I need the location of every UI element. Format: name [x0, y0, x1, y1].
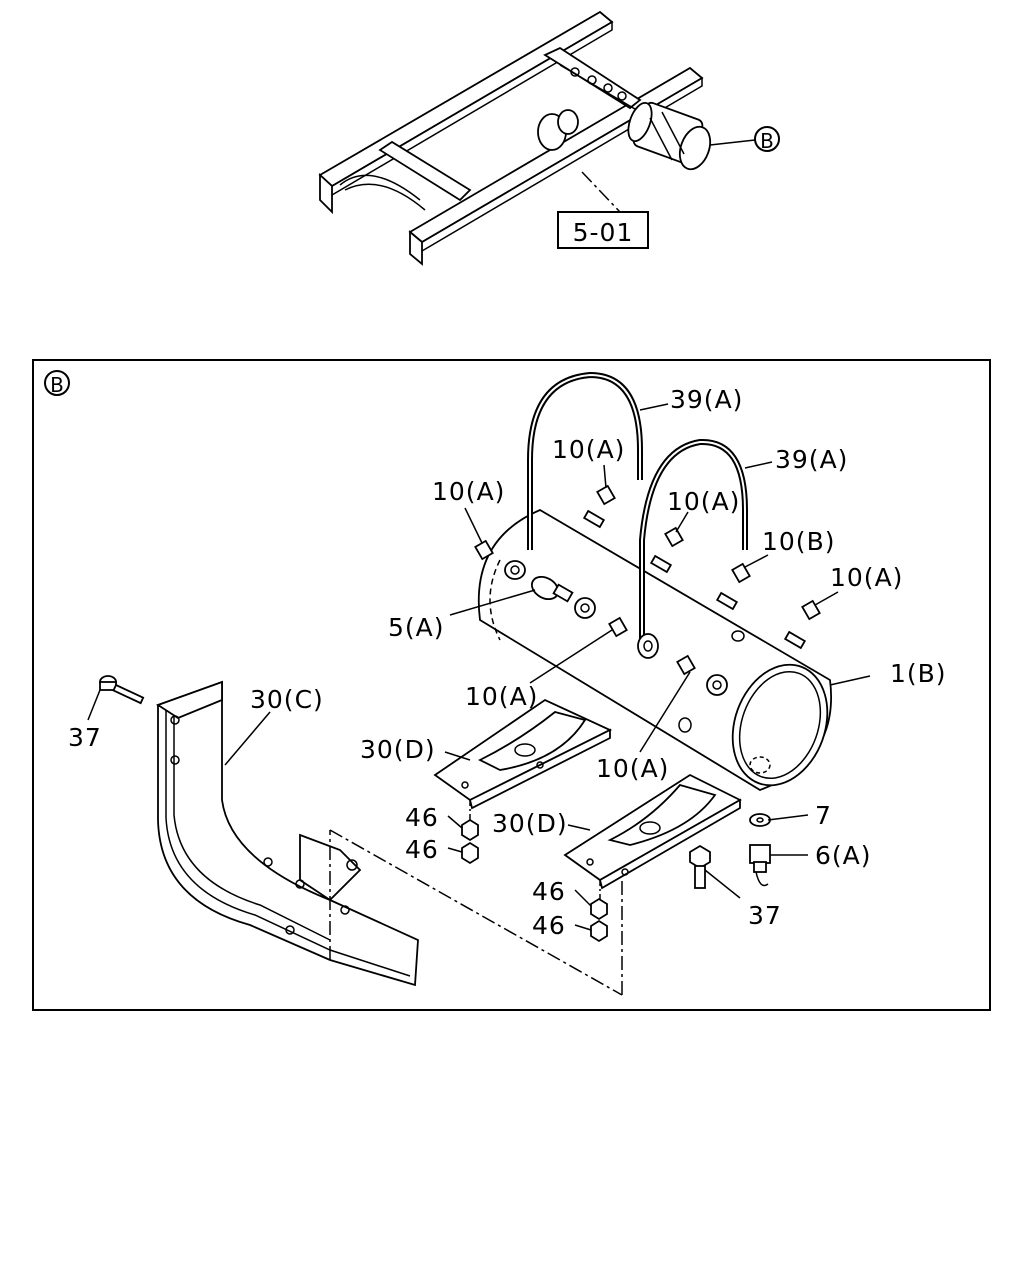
label-46-4: 46 — [532, 911, 566, 940]
label-7: 7 — [815, 801, 832, 830]
nut-10a-middle[interactable] — [608, 616, 659, 659]
bolt-37-left[interactable] — [99, 675, 145, 705]
label-10a-1: 10(A) — [552, 435, 625, 464]
washer-7[interactable] — [749, 813, 771, 827]
nut-46-lower-b[interactable] — [590, 919, 608, 943]
label-37-left: 37 — [68, 723, 102, 752]
nut-10a-right[interactable] — [801, 599, 821, 621]
label-30d-upper: 30(D) — [360, 735, 436, 764]
label-10a-6: 10(A) — [596, 754, 669, 783]
nut-46-lower-a[interactable] — [590, 897, 608, 921]
leader-lines — [87, 403, 871, 931]
view-marker-b: B — [44, 370, 70, 397]
label-37-right: 37 — [748, 901, 782, 930]
nut-10b[interactable] — [731, 562, 751, 584]
u-strap-lower[interactable] — [639, 438, 748, 640]
label-46-1: 46 — [405, 803, 439, 832]
bracket-30d-upper[interactable] — [433, 698, 613, 810]
chassis-frame-overview — [318, 10, 756, 266]
label-46-3: 46 — [532, 877, 566, 906]
label-10b: 10(B) — [762, 527, 835, 556]
label-10a-2: 10(A) — [432, 477, 505, 506]
label-30d-lower: 30(D) — [492, 809, 568, 838]
label-39a-lower: 39(A) — [775, 445, 848, 474]
label-1b: 1(B) — [890, 659, 947, 688]
svg-text:B: B — [760, 129, 774, 153]
label-30c: 30(C) — [250, 685, 324, 714]
label-46-2: 46 — [405, 835, 439, 864]
label-6a: 6(A) — [815, 841, 872, 870]
svg-text:5-01: 5-01 — [573, 218, 634, 247]
bolt-37-right[interactable] — [689, 844, 711, 889]
svg-text:B: B — [50, 373, 64, 397]
overview-callout-b[interactable]: B — [754, 126, 780, 153]
detail-view-frame — [32, 359, 991, 1011]
nut-10a-lower[interactable] — [676, 654, 728, 696]
section-reference-box[interactable]: 5-01 — [557, 211, 649, 249]
u-strap-upper[interactable] — [527, 371, 643, 550]
nut-10a-strap-upper[interactable] — [596, 484, 616, 506]
label-10a-4: 10(A) — [830, 563, 903, 592]
nut-10a-strap-lower[interactable] — [664, 526, 684, 548]
label-10a-5: 10(A) — [465, 682, 538, 711]
label-10a-3: 10(A) — [667, 487, 740, 516]
drain-valve-6a[interactable] — [749, 844, 771, 887]
fitting-5a[interactable] — [528, 572, 596, 619]
bracket-30c[interactable] — [155, 680, 419, 987]
nut-46-upper-b[interactable] — [461, 841, 479, 865]
label-5a: 5(A) — [388, 613, 445, 642]
nut-46-upper-a[interactable] — [461, 818, 479, 842]
nut-10a-top-left[interactable] — [474, 539, 526, 580]
label-39a-upper: 39(A) — [670, 385, 743, 414]
bracket-30d-lower[interactable] — [563, 773, 742, 890]
